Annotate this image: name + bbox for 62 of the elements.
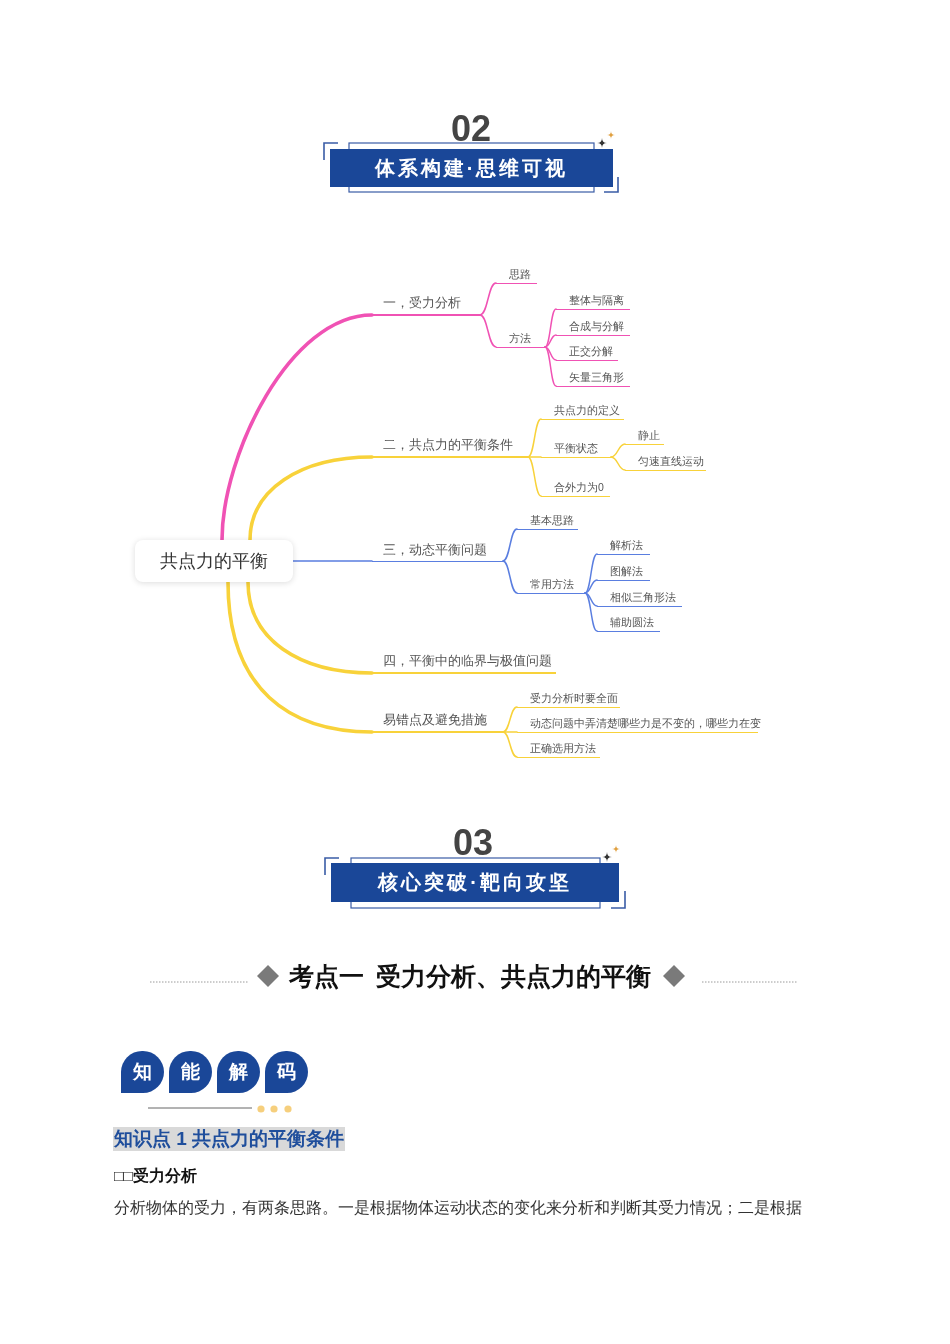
subtopic: 图解法 <box>597 564 650 581</box>
subtopic: 方法 <box>496 331 545 348</box>
subtopic: 相似三角形法 <box>597 590 682 607</box>
subtopic: 正确选用方法 <box>517 741 600 758</box>
character-tile: 能 <box>169 1051 212 1093</box>
branch-line <box>502 706 518 733</box>
subtopic: 整体与隔离 <box>556 293 630 310</box>
branch-line <box>479 282 497 316</box>
character-tile: 码 <box>265 1051 308 1093</box>
branch-line <box>502 560 518 594</box>
branch-line <box>584 553 598 594</box>
branch-line <box>226 580 374 734</box>
subtopic: 思路 <box>496 267 537 284</box>
subtopic: 矢量三角形 <box>556 370 630 387</box>
subtopic: 匀速直线运动 <box>625 454 706 471</box>
section-number: 02 <box>449 111 492 147</box>
highlighted-heading: 知识点 1 共点力的平衡条件 <box>113 1127 346 1151</box>
title-banner: 核心突破·靶向攻坚 <box>331 863 619 902</box>
branch-line <box>544 346 557 387</box>
branch-line <box>544 334 557 348</box>
branch-topic: 易错点及避免措施 <box>372 711 503 733</box>
subtopic: 基本思路 <box>517 513 578 530</box>
branch-line <box>527 456 542 458</box>
branch-line <box>502 528 518 562</box>
branch-line <box>544 346 557 361</box>
branch-line <box>502 731 518 758</box>
section-number: 03 <box>451 825 494 861</box>
branch-topic: 三，动态平衡问题 <box>372 540 503 562</box>
branch-topic: 四，平衡中的临界与极值问题 <box>372 652 556 674</box>
branch-line <box>527 456 542 497</box>
branch-line <box>246 580 374 675</box>
section-heading: 考点一 受力分析、共点力的平衡 <box>289 962 652 992</box>
subtopic: 正交分解 <box>556 344 618 361</box>
branch-line <box>610 456 626 471</box>
branch-line <box>584 592 598 632</box>
subtopic: 辅助圆法 <box>597 615 660 632</box>
branch-line <box>544 308 557 348</box>
subheading: □□受力分析 <box>114 1166 197 1186</box>
central-topic: 共点力的平衡 <box>135 540 293 582</box>
branch-line <box>220 313 374 542</box>
body-text: 分析物体的受力，有两条思路。一是根据物体运动状态的变化来分析和判断其受力情况；二是根据 <box>114 1197 802 1219</box>
character-tile: 解 <box>217 1051 260 1093</box>
character-tile: 知 <box>121 1051 164 1093</box>
branch-line <box>610 443 626 458</box>
subtopic: 合外力为0 <box>541 480 610 497</box>
branch-line <box>584 592 598 607</box>
subtopic: 共点力的定义 <box>541 403 624 420</box>
branch-topic: 一，受力分析 <box>372 294 480 316</box>
subtopic: 合成与分解 <box>556 319 630 336</box>
branch-line <box>292 560 373 562</box>
branch-line <box>527 418 542 458</box>
branch-topic: 二，共点力的平衡条件 <box>372 436 528 458</box>
subtopic: 静止 <box>625 428 664 445</box>
subtopic: 受力分析时要全面 <box>517 691 620 708</box>
subtopic: 平衡状态 <box>541 441 611 458</box>
subtopic: 常用方法 <box>517 577 585 594</box>
branch-line <box>248 455 374 542</box>
subtopic: 解析法 <box>597 538 650 555</box>
branch-line <box>479 314 497 348</box>
title-banner: 体系构建·思维可视 <box>330 149 613 187</box>
branch-line <box>502 731 518 733</box>
branch-line <box>584 579 598 594</box>
